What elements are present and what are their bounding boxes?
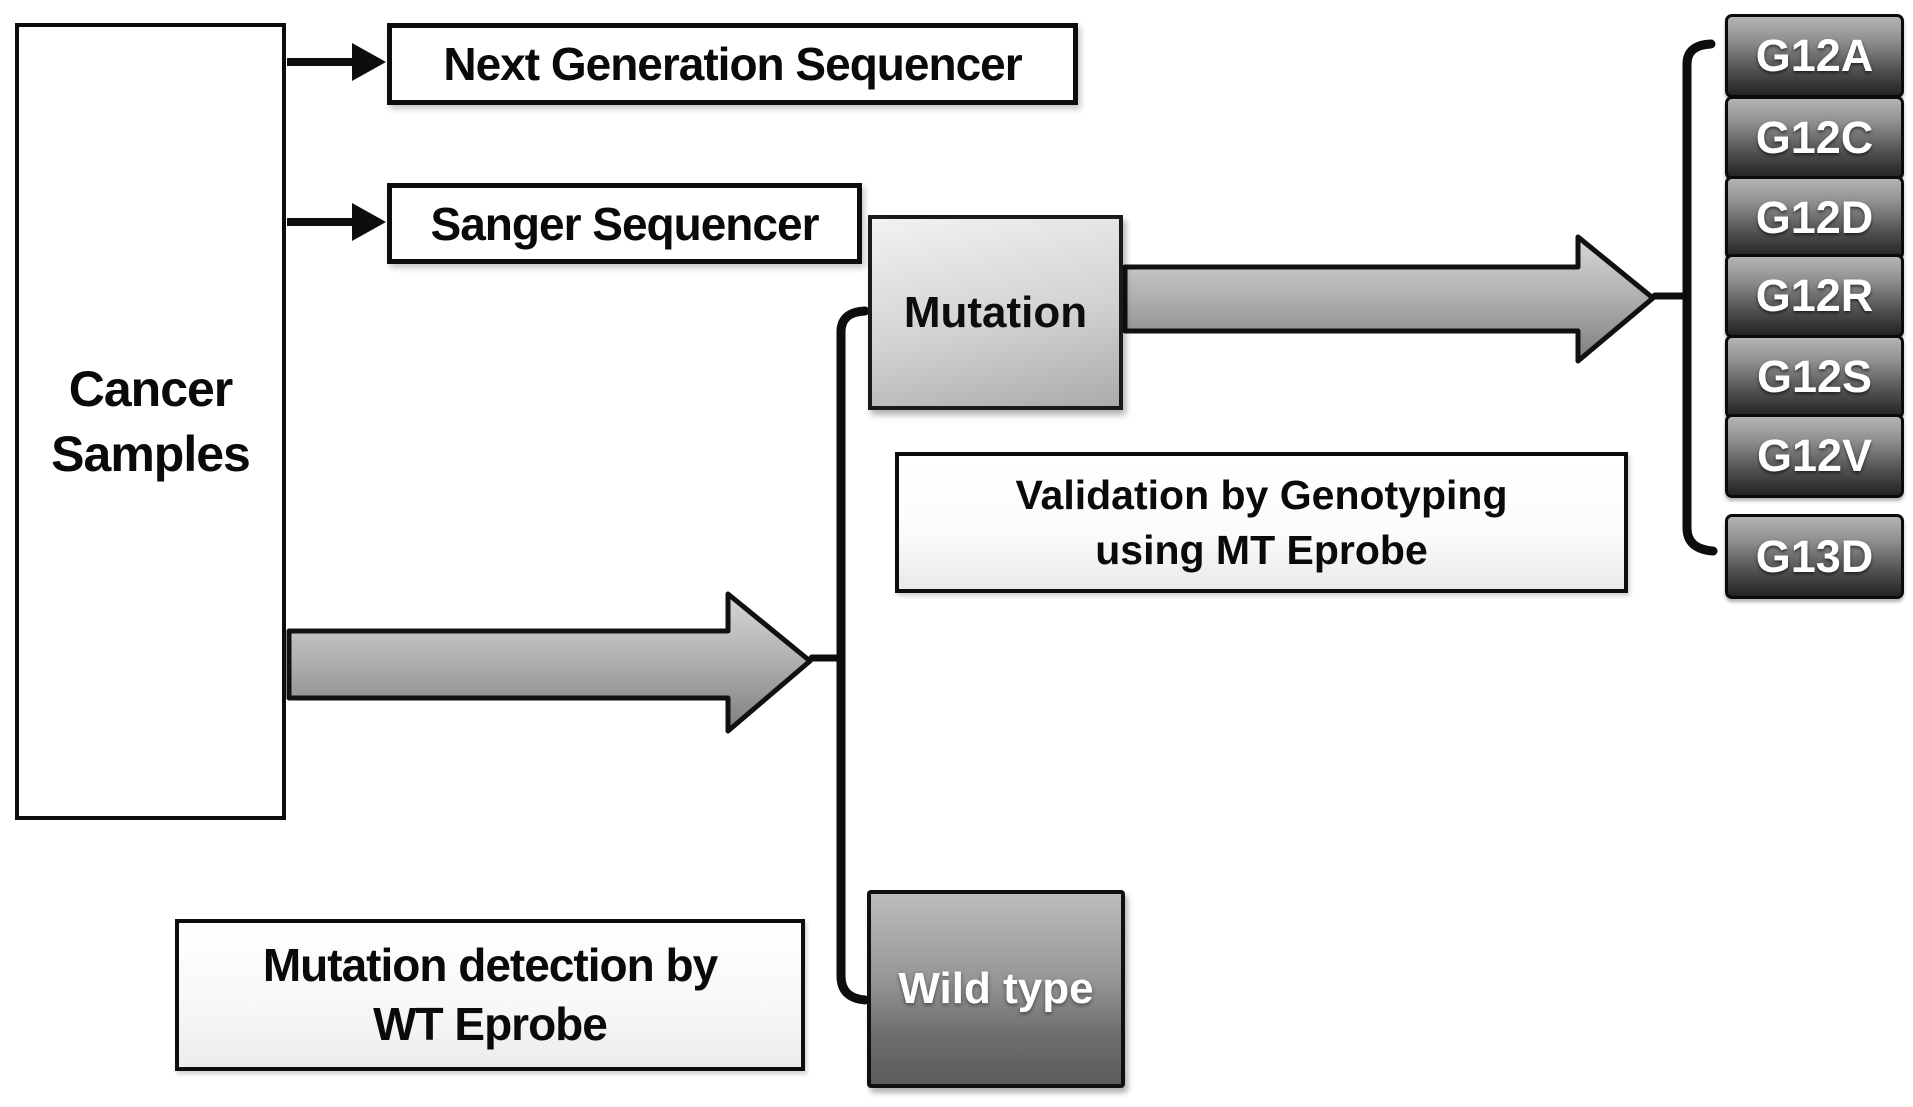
wild-type-result-box: Wild type	[867, 890, 1125, 1088]
ngs-box: Next Generation Sequencer	[387, 23, 1078, 105]
sanger-box: Sanger Sequencer	[387, 183, 862, 264]
variant-box-g12d: G12D	[1725, 176, 1904, 260]
variant-box-g13d: G13D	[1725, 514, 1904, 599]
mutation-result-label: Mutation	[903, 287, 1088, 337]
arrow-to-ngs	[287, 43, 386, 81]
detection-note-box: Mutation detection by WT Eprobe	[175, 919, 805, 1071]
variant-box-g12v: G12V	[1725, 414, 1904, 498]
variant-bracket	[1682, 39, 1718, 556]
cancer-samples-box: Cancer Samples	[15, 23, 286, 820]
validation-note-line1: Validation by Genotyping	[1015, 472, 1508, 519]
arrow-to-sanger	[287, 203, 386, 241]
validation-note-line2: using MT Eprobe	[1095, 526, 1428, 573]
genotyping-flow-arrow	[1122, 234, 1656, 364]
result-bracket	[836, 306, 870, 1005]
mutation-result-box: Mutation	[868, 215, 1123, 410]
ngs-label: Next Generation Sequencer	[443, 38, 1022, 90]
cancer-samples-label-line2: Samples	[51, 425, 251, 482]
detection-note-line2: WT Eprobe	[373, 998, 608, 1050]
wild-type-result-label: Wild type	[898, 964, 1094, 1013]
variant-box-g12s: G12S	[1725, 335, 1904, 419]
wt-eprobe-flow-arrow	[286, 591, 813, 734]
variant-box-g12r: G12R	[1725, 254, 1904, 338]
variant-box-g12a: G12A	[1725, 14, 1904, 98]
validation-note-box: Validation by Genotyping using MT Eprobe	[895, 452, 1628, 593]
detection-note-line1: Mutation detection by	[262, 939, 718, 992]
variant-list: G12A G12C G12D G12R G12S G12V G13D	[1725, 0, 1904, 600]
sanger-label: Sanger Sequencer	[430, 197, 820, 250]
cancer-samples-label-line1: Cancer	[68, 360, 234, 417]
variant-box-g12c: G12C	[1725, 96, 1904, 180]
